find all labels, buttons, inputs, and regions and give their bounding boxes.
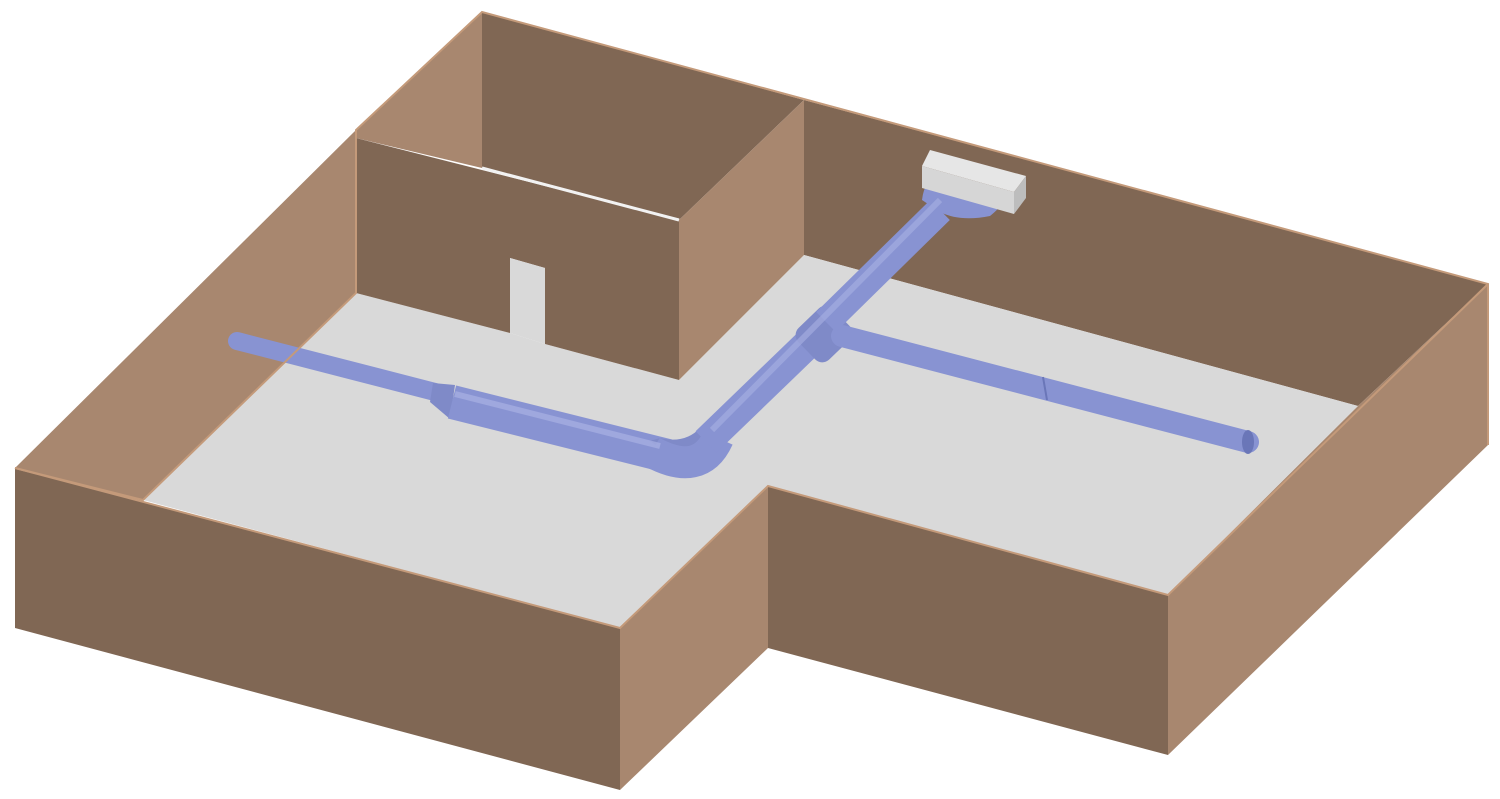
round-duct-run — [228, 176, 1259, 479]
duct-reducer — [430, 383, 455, 419]
front-walls — [14, 10, 1489, 790]
partition-side-face — [679, 100, 804, 380]
duct-highlight-diagonal — [709, 197, 943, 433]
floor-slab — [143, 255, 1358, 628]
partition-front-face — [356, 138, 679, 380]
duct-diagonal-lower — [695, 321, 831, 453]
unit-top — [922, 150, 1026, 192]
wall-front-top-edge — [14, 283, 1489, 630]
duct-diagonal-upper — [816, 200, 950, 332]
partition-top-edge — [481, 166, 680, 222]
wall-front-right-dark — [768, 486, 1168, 755]
unit-front — [922, 166, 1014, 214]
wall-right-inner — [1168, 284, 1488, 755]
wall-back-left-room-inner — [482, 12, 804, 220]
duct-highlight-main — [454, 391, 661, 449]
duct-small-branch — [228, 332, 444, 401]
wall-front-left-dark — [15, 468, 620, 790]
inner-room — [356, 100, 804, 380]
unit-side — [1014, 176, 1026, 214]
duct-end-cap — [1242, 430, 1254, 454]
door-opening — [510, 258, 545, 344]
duct-right-branch-joint — [1042, 376, 1048, 401]
wall-left-long-light — [15, 130, 356, 500]
duct-main-lower — [447, 385, 673, 473]
air-handling-unit — [922, 150, 1026, 214]
wall-left-top-light — [356, 12, 482, 168]
wall-front-left-end-light — [620, 486, 768, 790]
